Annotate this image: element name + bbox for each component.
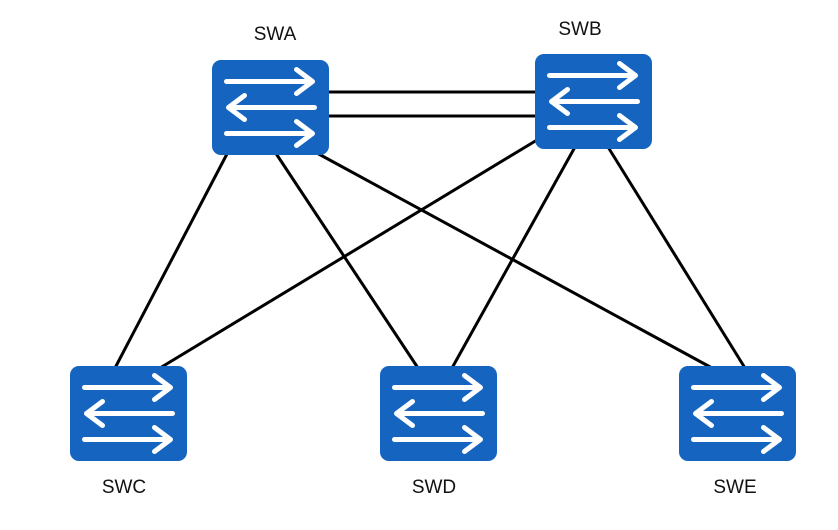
link-swb-swc (159, 138, 538, 370)
switch-swd: SWD (380, 366, 497, 498)
switch-label-swb: SWB (558, 19, 601, 40)
link-swa-swc (113, 151, 230, 369)
switch-icon (550, 64, 638, 140)
link-swb-swe (606, 146, 747, 369)
switch-label-swa: SWA (254, 24, 297, 45)
switch-icon (395, 376, 483, 452)
switch-label-swd: SWD (412, 477, 456, 498)
link-swa-swd (273, 151, 420, 369)
switch-swa: SWA (212, 24, 329, 155)
switch-label-swc: SWC (102, 477, 146, 498)
link-swb-swd (450, 146, 577, 369)
links (113, 90, 747, 370)
switch-swc: SWC (70, 366, 187, 498)
switch-label-swe: SWE (713, 477, 756, 498)
switch-icon (85, 376, 173, 452)
switch-swe: SWE (679, 366, 796, 498)
switch-icon (694, 376, 782, 452)
switch-swb: SWB (535, 19, 652, 149)
switch-icon (227, 70, 315, 146)
